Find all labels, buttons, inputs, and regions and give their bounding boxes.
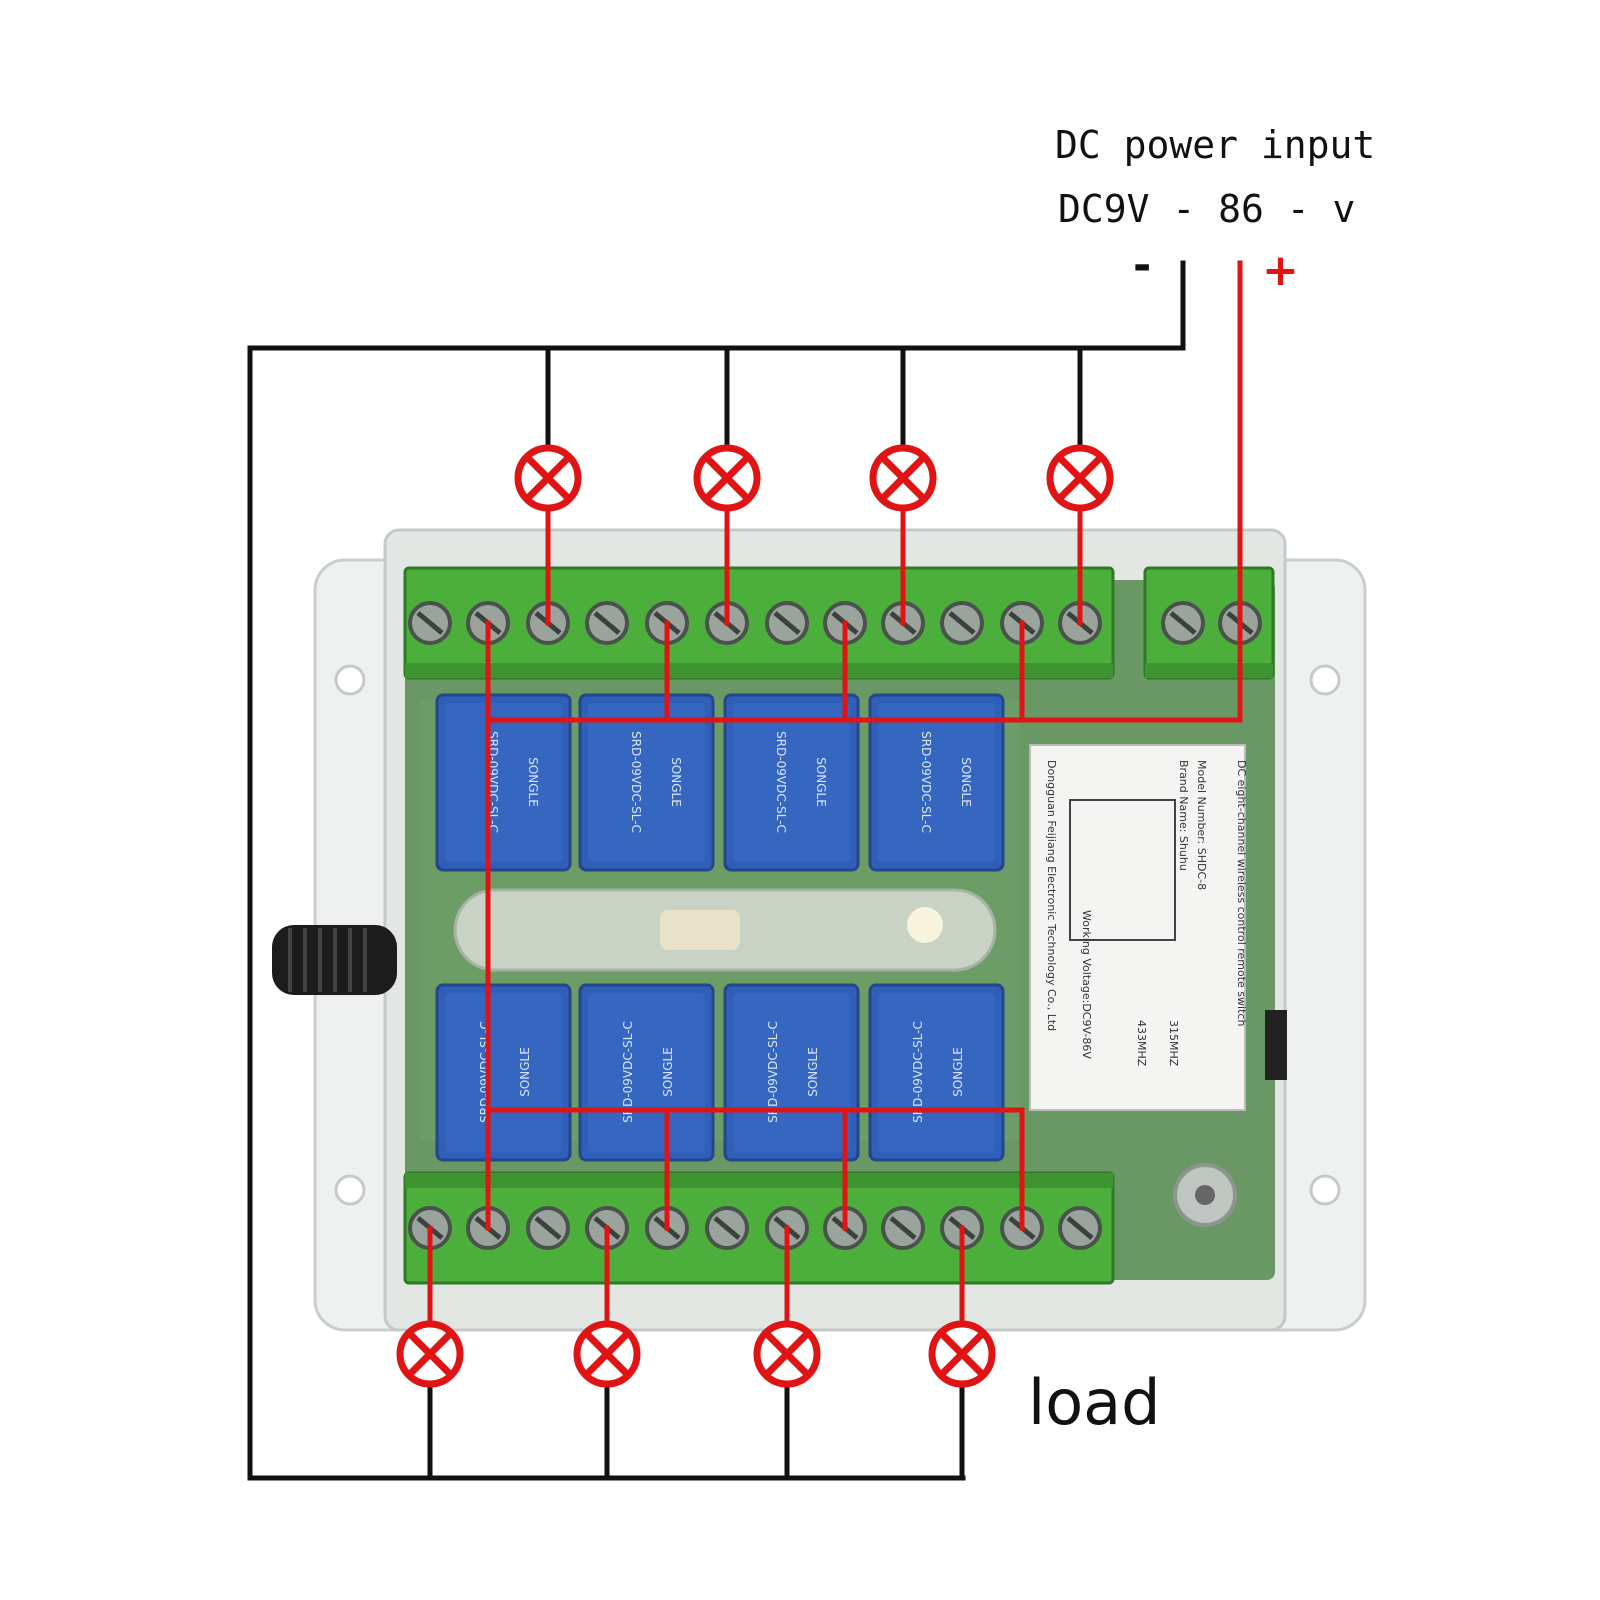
relay-brand: SONGLE	[518, 1047, 532, 1097]
sticker-title: DC eight-channel wireless control remote…	[1235, 760, 1248, 1026]
screw-terminal-icon	[1058, 1206, 1102, 1250]
lamp-load-icon	[869, 444, 937, 512]
relay-brand: SONGLE	[669, 757, 683, 807]
screw-terminal-icon	[765, 601, 809, 645]
relay: SRD-09VDC-SL-C SONGLE	[723, 983, 860, 1162]
antenna-spring	[272, 925, 397, 995]
relay-brand: SONGLE	[951, 1047, 965, 1097]
sticker-voltage: Working Voltage:DC9V-86V	[1080, 910, 1093, 1059]
relay-brand: SONGLE	[526, 757, 540, 807]
lamp-load-icon	[753, 1320, 821, 1388]
screw-terminal-icon	[881, 1206, 925, 1250]
mount-hole-bl	[334, 1174, 366, 1206]
relay-marking: SRD-09VDC-SL-C	[911, 1021, 925, 1123]
crystal	[660, 910, 740, 950]
lamp-load-icon	[514, 444, 582, 512]
sticker-freq-b: 433MHZ	[1135, 1020, 1148, 1067]
positive-wire-main	[485, 260, 1243, 723]
terminal-blocks	[403, 566, 1275, 1285]
minus-sign: -	[1133, 240, 1151, 291]
screw-terminal-icon	[408, 601, 452, 645]
sticker-freq-a: 315MHZ	[1167, 1020, 1180, 1067]
buzzer-center	[1195, 1185, 1215, 1205]
terminal-block	[1143, 566, 1275, 680]
relay: SRD-09VDC-SL-C SONGLE	[578, 693, 715, 872]
mount-hole-tl	[334, 664, 366, 696]
terminal-block	[403, 1171, 1115, 1285]
relay-marking: SRD-09VDC-SL-C	[919, 731, 933, 833]
lamp-load-icon	[928, 1320, 996, 1388]
screw-terminal-icon	[705, 1206, 749, 1250]
sticker-model: Model Number: SHDC-8	[1195, 760, 1208, 890]
relay-brand: SONGLE	[806, 1047, 820, 1097]
indicator-led	[907, 907, 943, 943]
relay-brand: SONGLE	[959, 757, 973, 807]
relay: SRD-09VDC-SL-C SONGLE	[723, 693, 860, 872]
relay-brand: SONGLE	[814, 757, 828, 807]
relay-marking: SRD-09VDC-SL-C	[766, 1021, 780, 1123]
lamp-load-icon	[396, 1320, 464, 1388]
mount-hole-tr	[1309, 664, 1341, 696]
screw-terminal-icon	[940, 601, 984, 645]
lamp-load-icon	[1046, 444, 1114, 512]
relay: SRD-09VDC-SL-C SONGLE	[868, 983, 1005, 1162]
screw-terminal-icon	[585, 601, 629, 645]
relay-brand: SONGLE	[661, 1047, 675, 1097]
learn-button	[1265, 1010, 1287, 1080]
power-input-title: DC power input	[1055, 123, 1375, 167]
terminal-block	[403, 566, 1115, 680]
relay: SRD-09VDC-SL-C SONGLE	[578, 983, 715, 1162]
relay-marking: SRD-09VDC-SL-C	[774, 731, 788, 833]
sticker-brand: Brand Name: Shuhu	[1177, 760, 1190, 871]
relay-marking: SRD-09VDC-SL-C	[621, 1021, 635, 1123]
lamp-load-icon	[573, 1320, 641, 1388]
relay-marking: SRD-09VDC-SL-C	[629, 731, 643, 833]
screw-terminal-icon	[526, 1206, 570, 1250]
product-sticker: DC eight-channel wireless control remote…	[1029, 744, 1248, 1111]
mount-hole-br	[1309, 1174, 1341, 1206]
screw-terminal-icon	[1161, 601, 1205, 645]
negative-wire-main	[247, 260, 1186, 1481]
load-label: load	[1028, 1366, 1161, 1439]
sticker-maker: Dongguan Feijiang Electronic Technology …	[1045, 760, 1058, 1031]
lamp-load-icon	[693, 444, 761, 512]
load-lamps	[396, 444, 1114, 1388]
relay: SRD-09VDC-SL-C SONGLE	[868, 693, 1005, 872]
plus-sign: +	[1262, 245, 1299, 296]
wiring	[247, 260, 1243, 1481]
power-voltage-range: DC9V - 86 - v	[1058, 187, 1355, 231]
